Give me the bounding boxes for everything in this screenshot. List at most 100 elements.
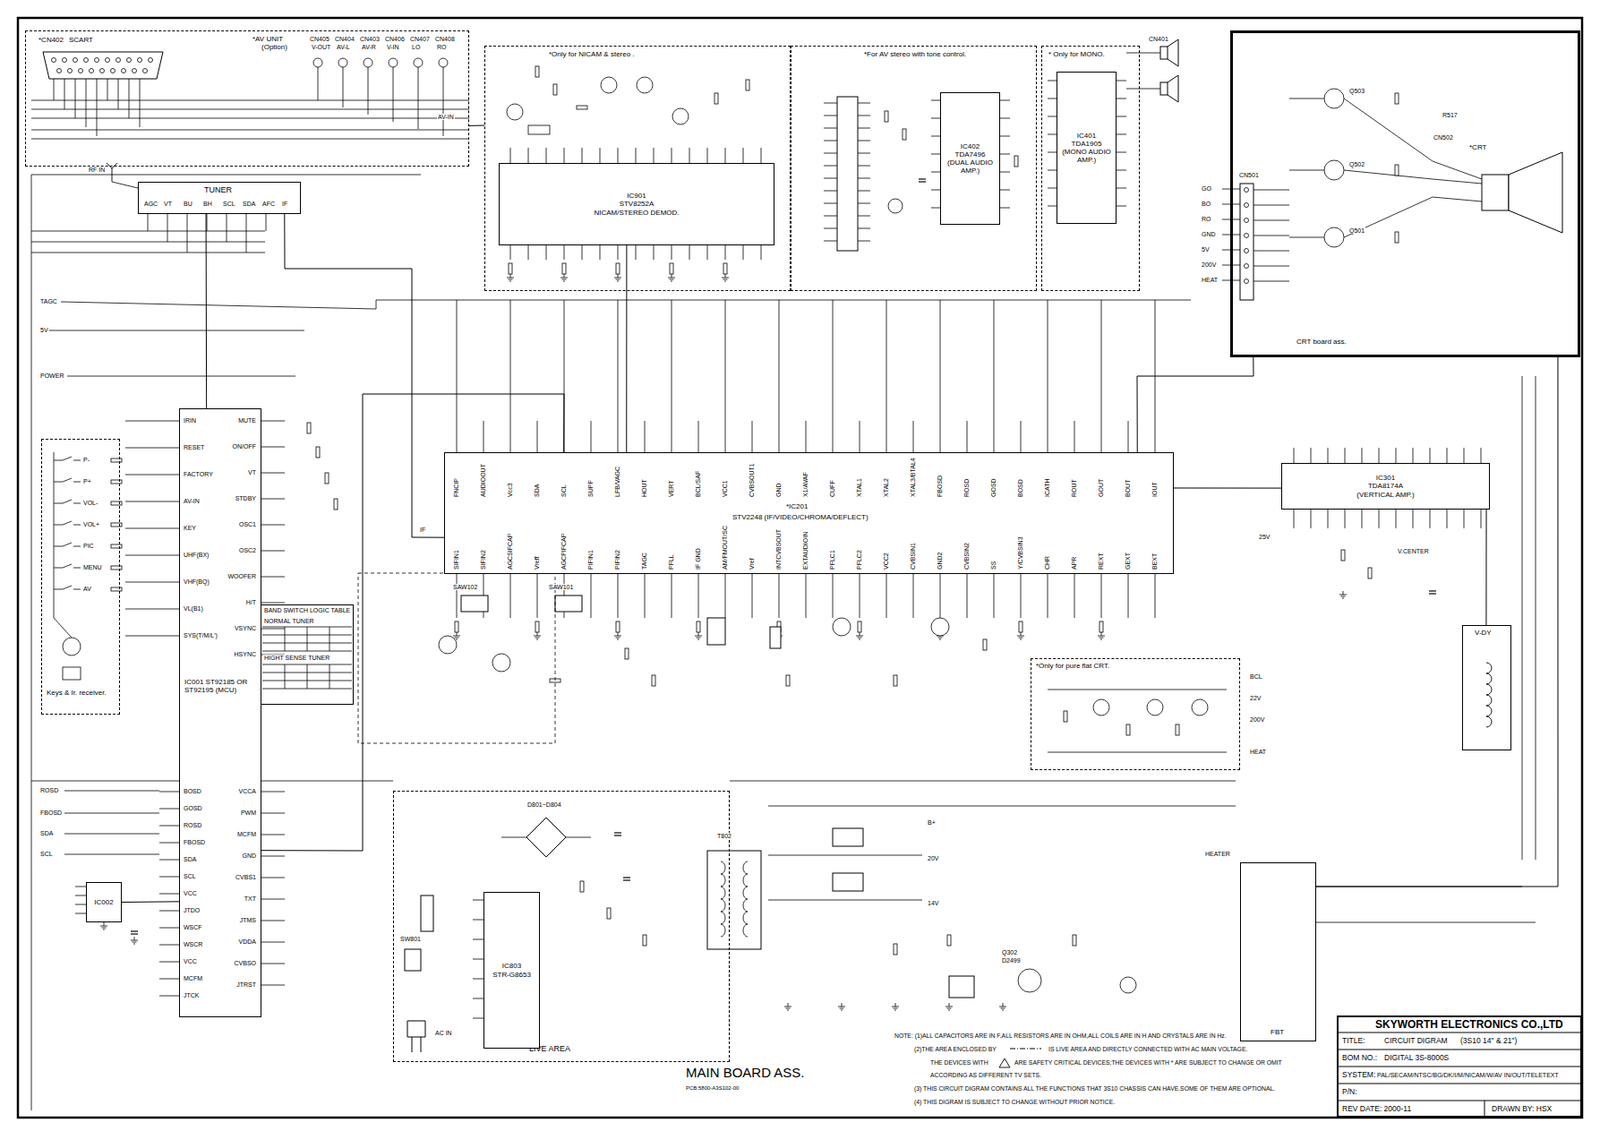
- wire: [857, 115, 871, 117]
- connector-ref: CN408: [434, 35, 456, 43]
- wire: [73, 546, 81, 548]
- wire: [993, 573, 995, 618]
- node-text: *AV UNIT: [251, 34, 284, 43]
- wire: [31, 231, 266, 232]
- signal-name: GO: [1200, 185, 1213, 192]
- symbol: [720, 861, 726, 874]
- wire: [999, 189, 1010, 191]
- wire: [501, 837, 527, 839]
- pin-name: GEXT: [1124, 551, 1131, 571]
- wire: [510, 245, 512, 260]
- wire: [64, 812, 160, 814]
- wire: [1310, 509, 1312, 529]
- wire: [1463, 509, 1465, 529]
- wire: [729, 780, 1236, 782]
- resistor-symbol: [884, 111, 889, 122]
- wire: [857, 165, 871, 167]
- wire: [1535, 376, 1537, 860]
- resistor-symbol: [508, 263, 513, 274]
- wire: [832, 299, 834, 421]
- pin-name: IRIN: [182, 417, 197, 424]
- node-text: REV DATE: 2000-11: [1341, 1104, 1412, 1114]
- key-name: AV: [82, 585, 93, 592]
- wire: [483, 420, 485, 453]
- transistor-symbol: [1146, 699, 1164, 716]
- wire: [125, 635, 160, 637]
- wire: [617, 420, 619, 453]
- wire: [1099, 637, 1104, 639]
- wire: [159, 581, 180, 583]
- node-text: V-DY: [1473, 628, 1493, 637]
- resistor-symbol: [723, 263, 728, 274]
- node-text: *Only for pure flat CRT.: [1035, 661, 1111, 670]
- resistor-symbol: [1126, 724, 1130, 736]
- wire: [858, 639, 861, 641]
- wire: [581, 147, 583, 163]
- symbol: [743, 873, 748, 887]
- wire: [73, 524, 81, 526]
- keyboard-region: Keys & Ir. receiver.: [41, 438, 120, 715]
- wire: [1115, 170, 1127, 172]
- pin-name: AGCPIFCAP: [560, 532, 567, 571]
- pin-name: BOSD: [182, 787, 203, 795]
- wire: [857, 153, 871, 155]
- resistor-symbol: [111, 587, 122, 591]
- pin-name: VT: [247, 469, 257, 476]
- wire: [590, 420, 592, 453]
- wire: [940, 299, 942, 421]
- wire: [1253, 250, 1290, 252]
- resistor-symbol: [1018, 621, 1023, 633]
- node-text: *For AV stereo with tone control.: [863, 50, 967, 59]
- wire: [1001, 1008, 1006, 1010]
- pin-name: IF GND: [694, 547, 702, 571]
- signal-name: RO: [436, 43, 448, 51]
- wire: [265, 213, 267, 232]
- wire: [1289, 98, 1325, 100]
- signal-name: HEAT: [1200, 276, 1219, 283]
- wire: [125, 474, 160, 476]
- wire: [725, 147, 727, 163]
- wire: [1253, 189, 1290, 191]
- signal-wire: [1137, 357, 1254, 453]
- pin-dot: [148, 58, 154, 63]
- pin-name: TXT: [243, 895, 257, 902]
- node-text: BOM NO.:: [1341, 1053, 1378, 1063]
- node-text: *Only for NICAM & stereo .: [547, 50, 636, 59]
- wire: [857, 128, 871, 129]
- transistor-symbol: [636, 77, 653, 94]
- pin-dot: [1244, 188, 1250, 193]
- wire: [125, 608, 160, 610]
- wire: [1101, 632, 1103, 636]
- wire: [999, 154, 1010, 155]
- wire: [1047, 80, 1057, 82]
- resistor-symbol: [642, 934, 647, 946]
- part-ref: T802: [716, 832, 733, 839]
- wire: [671, 299, 673, 421]
- wire: [1344, 509, 1346, 529]
- wire: [841, 1002, 843, 1007]
- signal-name: 200V: [1200, 261, 1217, 268]
- plug-symbol: [407, 1020, 426, 1053]
- wire: [455, 639, 458, 641]
- wire: [667, 277, 676, 279]
- wire: [966, 573, 968, 618]
- pin-name: WSCR: [182, 941, 204, 948]
- pin-name: UHF(BX): [182, 551, 210, 558]
- node-text: SKYWORTH ELECTRONICS CO.,LTD: [1374, 1018, 1565, 1032]
- node-text: (3) THIS CIRCUIT DIGRAM CONTAINS ALL THE…: [913, 1085, 1276, 1093]
- resistor-symbol: [786, 675, 790, 686]
- wire: [64, 790, 160, 792]
- wire: [1128, 420, 1130, 453]
- wire: [259, 877, 285, 879]
- wire: [857, 228, 871, 230]
- signal-name: BCL: [1249, 673, 1264, 680]
- crt-neck: [1481, 174, 1509, 211]
- symbol: [743, 886, 748, 899]
- pin-name: VCC: [182, 889, 198, 897]
- board-outline: CRT board ass.*CRT: [1230, 30, 1581, 358]
- node-text: (Option): [260, 42, 289, 52]
- transistor-symbol: [600, 77, 617, 94]
- signal-name: 20V: [926, 855, 940, 862]
- wire: [1395, 509, 1397, 529]
- wire: [472, 899, 484, 901]
